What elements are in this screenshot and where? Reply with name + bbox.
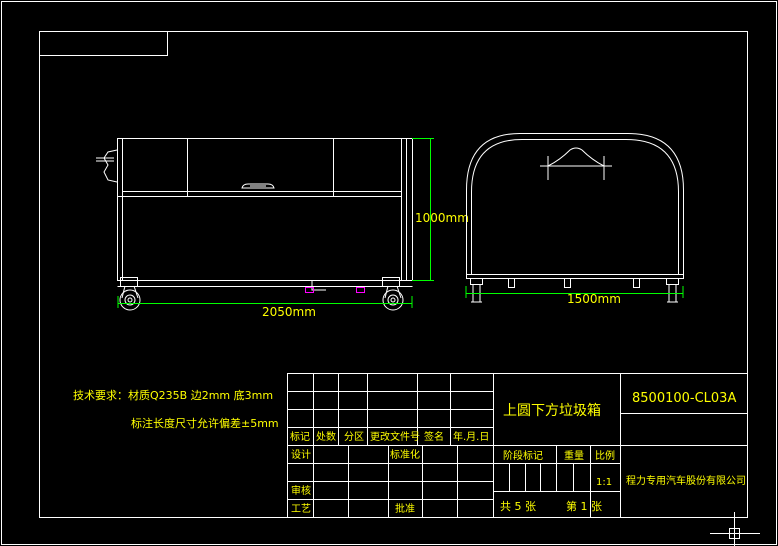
sheet-number: 第 1 张 <box>566 499 602 513</box>
front-dimensions <box>117 138 434 308</box>
label-count: 处数 <box>316 430 336 443</box>
sheet-total: 共 5 张 <box>500 500 536 513</box>
label-mark: 标记 <box>290 431 310 443</box>
tech-req-line1: 技术要求：材质Q235B 边2mm 底3mm <box>73 388 273 402</box>
label-approve: 批准 <box>395 502 415 515</box>
dim-width-label: 1500mm <box>567 292 621 306</box>
label-date: 年.月.日 <box>453 430 489 443</box>
code-box <box>39 31 168 56</box>
label-weight: 重量 <box>564 449 584 462</box>
label-standardize: 标准化 <box>390 448 420 461</box>
side-caster-right <box>666 278 679 303</box>
side-caster-left <box>470 278 483 303</box>
company-name: 程力专用汽车股份有限公司 <box>626 474 746 487</box>
title-block <box>287 373 748 518</box>
tech-req-line2: 标注长度尺寸允许偏差±5mm <box>131 416 279 430</box>
scale-value: 1:1 <box>596 477 612 488</box>
label-process: 工艺 <box>291 503 311 515</box>
front-view <box>96 138 413 311</box>
label-signature: 签名 <box>424 430 444 443</box>
label-design: 设计 <box>291 448 311 461</box>
dim-height-label: 1000mm <box>415 211 469 225</box>
front-caster-right <box>382 285 404 311</box>
label-review: 审核 <box>291 484 311 497</box>
side-view <box>466 133 684 303</box>
drawing-number: 8500100-CL03A <box>632 391 736 406</box>
crosshair-cursor-icon <box>710 512 760 546</box>
label-zone: 分区 <box>344 431 364 443</box>
marker-right <box>356 287 365 293</box>
marker-left <box>305 287 314 293</box>
dim-length-label: 2050mm <box>262 305 316 319</box>
label-change-doc: 更改文件号 <box>370 430 420 443</box>
label-scale: 比例 <box>595 449 615 462</box>
front-caster-left <box>119 285 141 311</box>
side-dimensions <box>465 286 684 298</box>
part-name: 上圆下方垃圾箱 <box>503 403 601 419</box>
label-stage-mark: 阶段标记 <box>503 449 543 462</box>
